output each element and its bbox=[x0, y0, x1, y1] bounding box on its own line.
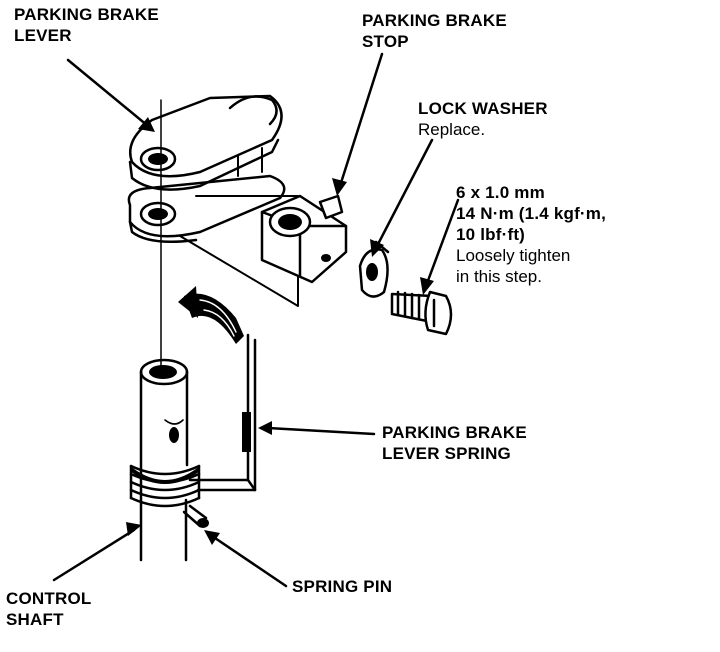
label-line: PARKING BRAKE bbox=[14, 5, 159, 24]
label-line: LEVER bbox=[14, 26, 72, 45]
label-note: Loosely tighten bbox=[456, 246, 571, 265]
label-parking-brake-lever-spring: PARKING BRAKE LEVER SPRING bbox=[382, 422, 527, 464]
label-line: STOP bbox=[362, 32, 409, 51]
rotation-arrow bbox=[178, 286, 244, 344]
label-line: SHAFT bbox=[6, 610, 64, 629]
parking-brake-stop-drawing bbox=[260, 194, 348, 284]
leader-lever bbox=[66, 58, 155, 132]
label-line: PARKING BRAKE bbox=[382, 423, 527, 442]
lock-washer-drawing bbox=[358, 240, 390, 298]
leader-spring-pin bbox=[204, 530, 288, 588]
control-shaft-drawing bbox=[129, 333, 257, 562]
label-spring-pin: SPRING PIN bbox=[292, 576, 392, 597]
label-control-shaft: CONTROL SHAFT bbox=[6, 588, 91, 630]
leader-lever-spring bbox=[258, 421, 376, 436]
label-line: CONTROL bbox=[6, 589, 92, 608]
leader-bolt bbox=[420, 198, 460, 295]
leader-lock-washer bbox=[370, 138, 434, 257]
label-line: SPRING PIN bbox=[292, 577, 393, 596]
leader-arrows bbox=[52, 52, 460, 588]
label-parking-brake-lever: PARKING BRAKE LEVER bbox=[14, 4, 159, 46]
label-line: LEVER SPRING bbox=[382, 444, 511, 463]
label-line: 10 lbf·ft) bbox=[456, 225, 526, 244]
leader-stop bbox=[332, 52, 384, 196]
label-note: in this step. bbox=[456, 267, 542, 286]
label-line: LOCK WASHER bbox=[418, 99, 548, 118]
label-line: PARKING BRAKE bbox=[362, 11, 507, 30]
parking-brake-lever-drawing bbox=[127, 94, 299, 373]
label-parking-brake-stop: PARKING BRAKE STOP bbox=[362, 10, 507, 52]
bolt-drawing bbox=[390, 290, 453, 336]
label-line: 14 N·m (1.4 kgf·m, bbox=[456, 204, 607, 223]
label-lock-washer: LOCK WASHER Replace. bbox=[418, 98, 548, 140]
label-note: Replace. bbox=[418, 120, 486, 139]
leader-control-shaft bbox=[52, 522, 142, 582]
label-line: 6 x 1.0 mm bbox=[456, 183, 545, 202]
label-bolt-spec: 6 x 1.0 mm 14 N·m (1.4 kgf·m, 10 lbf·ft)… bbox=[456, 182, 606, 287]
